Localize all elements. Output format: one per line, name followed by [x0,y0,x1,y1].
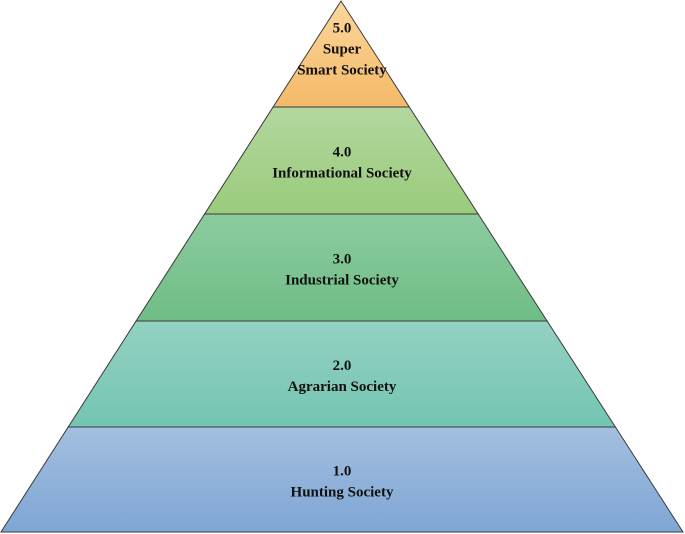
tier-level-label: 1.0 [333,463,352,479]
tier-level-label: 5.0 [333,20,352,36]
tier-shape [135,213,549,322]
tier-name-label: Agrarian Society [288,379,397,395]
tier-name-label: Hunting Society [291,484,394,500]
tier-shape [0,426,684,533]
tier-name-label: Informational Society [272,165,412,181]
tier-name-label: Smart Society [297,62,387,78]
tier-level-label: 2.0 [333,358,352,374]
tier-shape [67,320,617,428]
tier-name-label: Super [323,41,362,57]
tier-level-label: 4.0 [333,144,352,160]
tier-level-label: 3.0 [333,251,352,267]
tier-shape [203,106,480,215]
tier-name-label: Industrial Society [285,272,399,288]
